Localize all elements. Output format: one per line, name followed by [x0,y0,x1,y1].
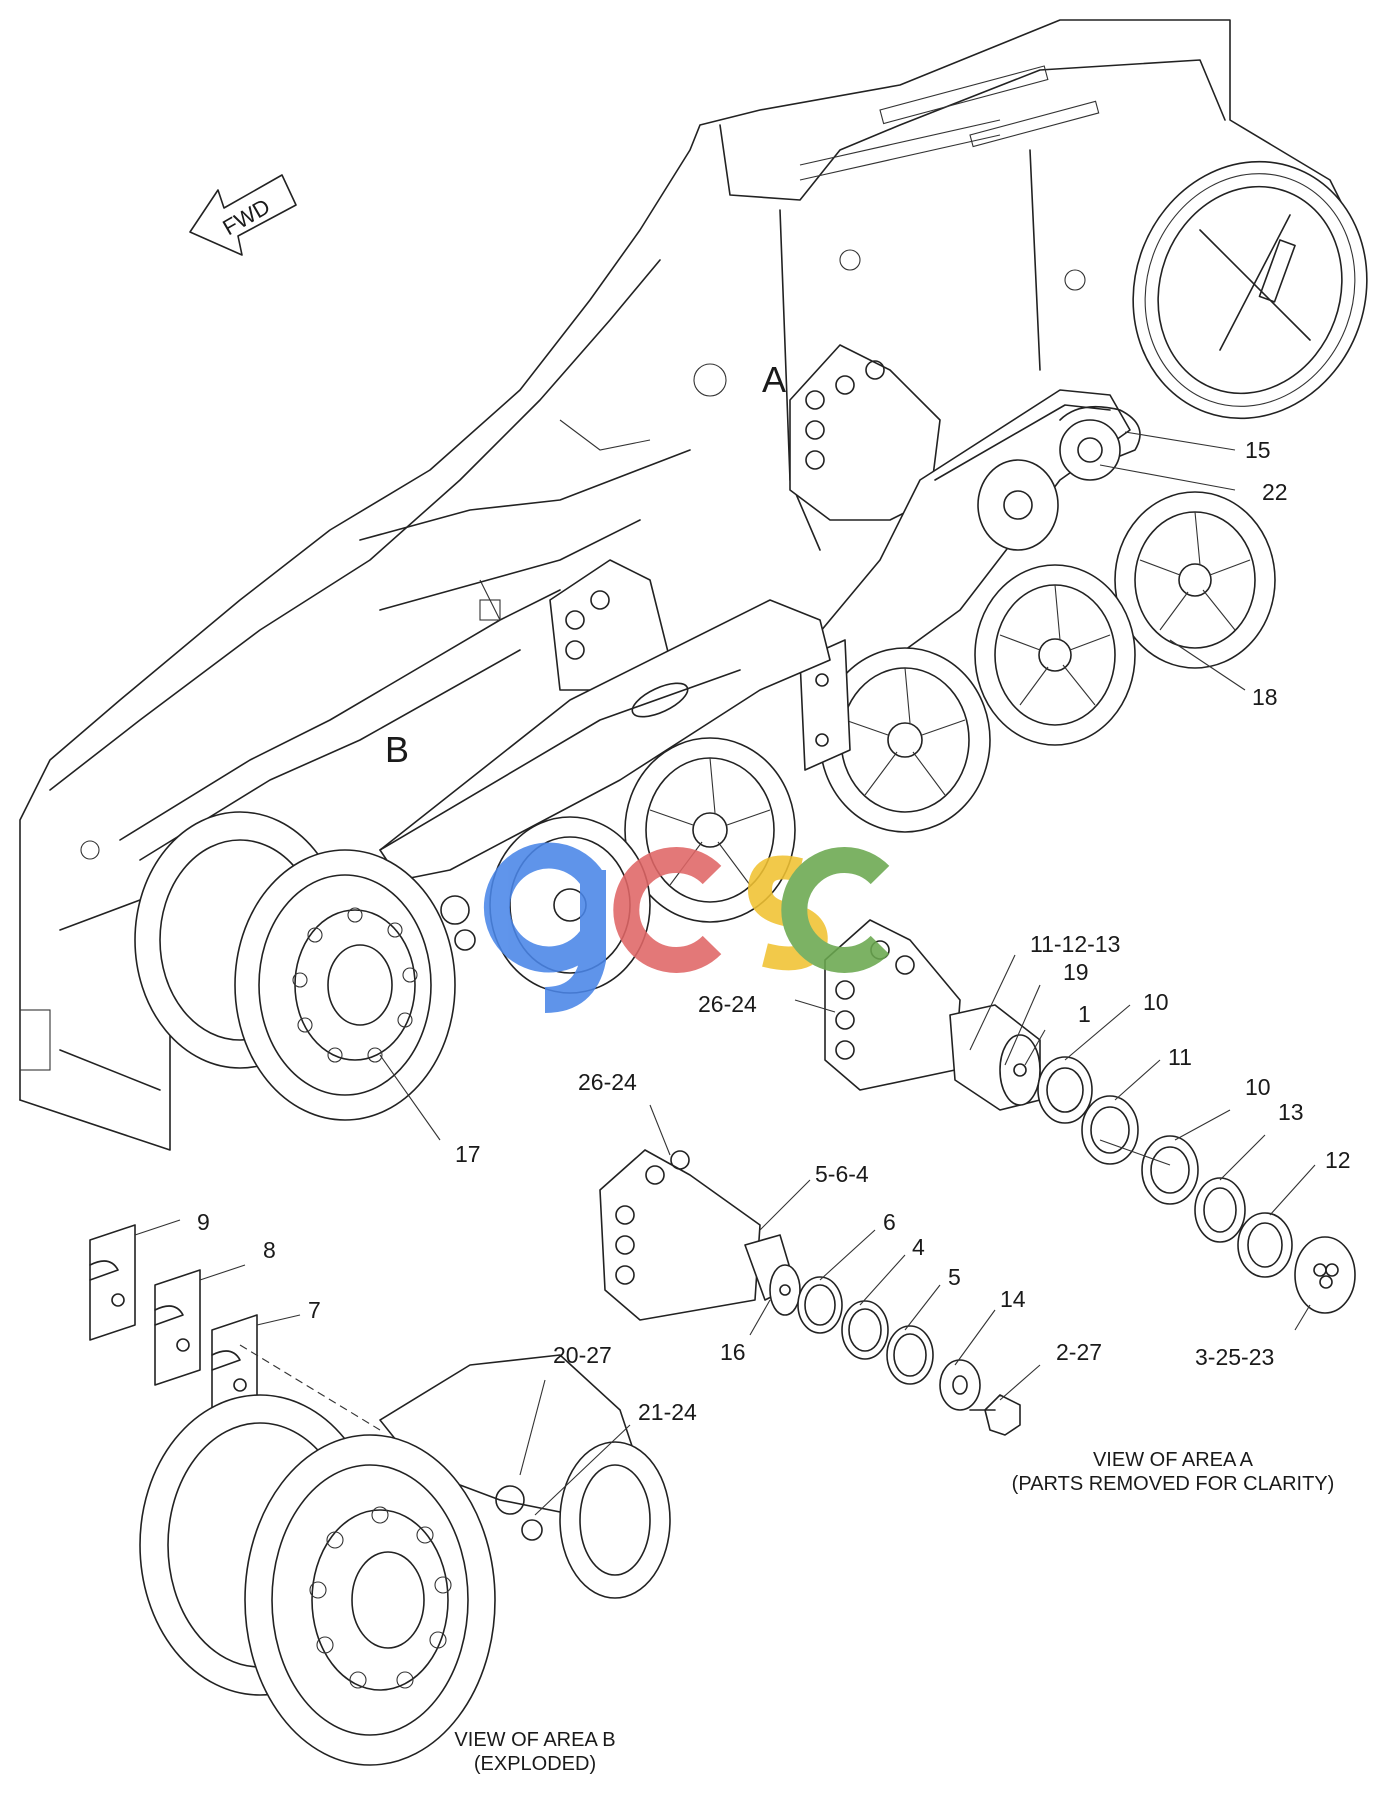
callout-15: 15 [1245,437,1271,463]
callout-13: 13 [1278,1099,1304,1125]
callout-5-6-4: 5-6-4 [815,1161,869,1187]
area-b-bogie [134,559,831,1121]
exploded-b-bottom [139,1344,671,1766]
callout-14: 14 [1000,1286,1026,1312]
watermark-logo [483,842,890,1013]
callout-3-25-23: 3-25-23 [1195,1344,1274,1370]
callout-9: 9 [197,1209,210,1235]
fwd-arrow: FWD [189,174,297,256]
callout-4: 4 [912,1234,925,1260]
callout-22: 22 [1262,479,1288,505]
callout-11-12-13: 11-12-13 [1030,931,1120,957]
leader-lines [134,431,1316,1516]
callout-12: 12 [1325,1147,1351,1173]
callout-labels: 15 22 18 17 11-12-13 19 26-24 1 10 11 10… [197,437,1351,1425]
watermark-letter-c2 [781,847,890,973]
callout-7: 7 [308,1297,321,1323]
callout-26-24-mid: 26-24 [578,1069,637,1095]
callout-16: 16 [720,1339,746,1365]
drive-flange [1132,160,1368,420]
exploded-b-mid [599,1149,1021,1436]
callout-21-24: 21-24 [638,1399,697,1425]
area-b-caption-line2: (EXPLODED) [474,1753,596,1775]
area-a-bogie [789,344,1276,833]
callout-8: 8 [263,1237,276,1263]
callout-26-24-top: 26-24 [698,991,757,1017]
callout-18: 18 [1252,684,1278,710]
callout-19: 19 [1063,959,1089,985]
exploded-a [824,919,1356,1314]
callout-10-top: 10 [1143,989,1169,1015]
hub-bolts [292,907,418,1063]
hub-bolts-b [309,1506,452,1689]
watermark-letter-c1 [613,847,722,973]
callout-20-27: 20-27 [553,1342,612,1368]
shims [89,1224,258,1426]
area-b-label: B [385,729,409,770]
area-a-caption-line2: (PARTS REMOVED FOR CLARITY) [1012,1473,1335,1495]
callout-11: 11 [1168,1044,1192,1070]
area-a-label: A [762,359,786,400]
area-a-caption-line1: VIEW OF AREA A [1093,1449,1254,1471]
callout-10-lower: 10 [1245,1074,1271,1100]
watermark-letter-g [483,842,606,1013]
callout-2-27: 2-27 [1056,1339,1102,1365]
callout-5: 5 [948,1264,961,1290]
callout-6: 6 [883,1209,896,1235]
callout-1: 1 [1078,1001,1091,1027]
captions: VIEW OF AREA A (PARTS REMOVED FOR CLARIT… [454,1449,1334,1775]
area-b-caption-line1: VIEW OF AREA B [454,1729,615,1751]
callout-17: 17 [455,1141,481,1167]
